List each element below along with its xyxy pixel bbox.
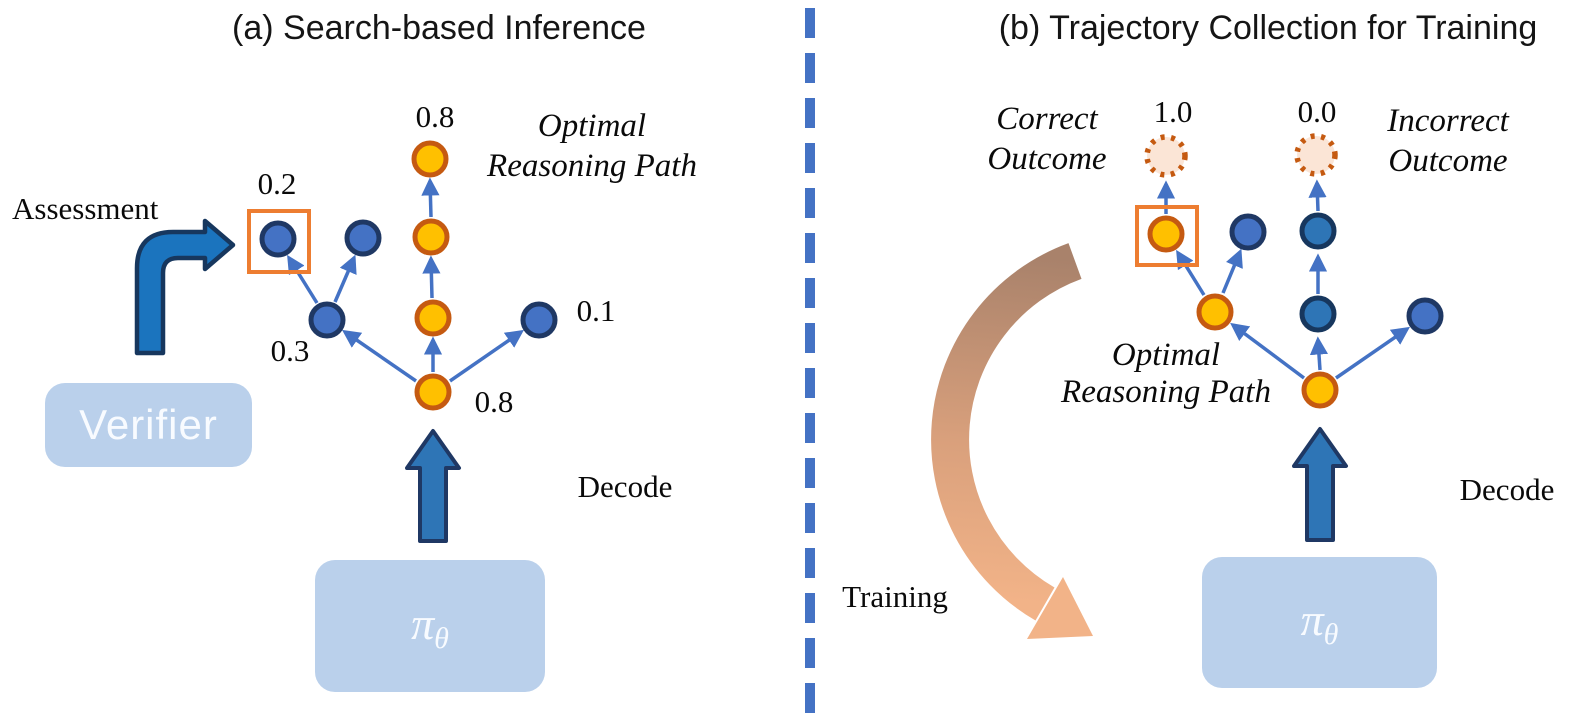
optimal-reasoning-path-label-b: Optimal Reasoning Path <box>1061 337 1271 411</box>
policy-model-box-b: πθ <box>1202 557 1437 688</box>
optimal-path-b-line2: Reasoning Path <box>1061 374 1271 410</box>
edge-a-leftchild-to-leaf2 <box>333 254 357 303</box>
node-a-boxed-leaf-blue <box>259 220 297 258</box>
edge-a-root-to-right-leaf <box>449 329 524 383</box>
node-b-right-leaf-blue <box>1406 297 1444 335</box>
score-a-right-leaf: 0.1 <box>576 293 616 328</box>
edge-b-root-to-right-leaf <box>1335 326 1410 380</box>
incorrect-outcome-dotted-node <box>1294 133 1338 177</box>
edge-b-root-to-col-mid <box>1309 336 1329 371</box>
node-b-col-up-deep-blue <box>1299 212 1337 250</box>
verifier-label: Verifier <box>79 401 218 448</box>
decode-label-a: Decode <box>577 469 673 504</box>
policy-symbol-b: πθ <box>1301 593 1339 652</box>
decode-block-arrow-a <box>405 429 461 543</box>
panel-a-tree-nodes <box>259 140 558 411</box>
correct-outcome-label: Correct Outcome <box>987 99 1106 179</box>
node-a-left-child-blue <box>308 301 346 339</box>
score-a-left-child: 0.3 <box>270 333 310 368</box>
training-arrowhead <box>1027 577 1093 639</box>
correct-outcome-line1: Correct <box>996 101 1098 137</box>
correct-outcome-dotted-node <box>1144 134 1188 178</box>
incorrect-outcome-line2: Outcome <box>1388 143 1508 179</box>
selected-node-highlight-square-a <box>247 209 311 274</box>
correct-outcome-value: 1.0 <box>1153 94 1193 129</box>
assessment-label: Assessment <box>12 191 159 226</box>
panel-b-tree-nodes <box>1144 133 1444 409</box>
panel-a-tree-edges <box>287 177 524 383</box>
edge-a-leftchild-to-boxed-leaf <box>287 254 319 304</box>
panel-b-title: (b) Trajectory Collection for Training <box>998 9 1538 47</box>
node-b-leaf2-blue <box>1229 213 1267 251</box>
edge-b-mid-to-leaf2 <box>1221 248 1243 294</box>
policy-symbol-a: πθ <box>411 597 449 656</box>
node-a-top-yellow <box>411 140 449 178</box>
decode-block-arrow-b <box>1292 427 1348 542</box>
pi-symbol-b: π <box>1300 594 1324 645</box>
incorrect-outcome-line1: Incorrect <box>1387 103 1509 139</box>
optimal-path-a-line1: Optimal <box>537 108 647 144</box>
node-b-boxed-yellow <box>1147 215 1185 253</box>
score-a-root: 0.8 <box>474 384 514 419</box>
verifier-box: Verifier <box>45 383 252 467</box>
theta-subscript-b: θ <box>1323 618 1339 651</box>
node-b-col-mid-deep-blue <box>1299 295 1337 333</box>
policy-model-box-a: πθ <box>315 560 545 692</box>
optimal-path-a-line2: Reasoning Path <box>487 148 697 184</box>
pi-symbol-a: π <box>411 597 435 649</box>
edge-b-root-to-mid-orange <box>1230 322 1306 380</box>
node-a-right-leaf-blue <box>520 301 558 339</box>
selected-node-highlight-square-b <box>1135 205 1199 267</box>
optimal-path-b-line1: Optimal <box>1111 337 1221 373</box>
incorrect-outcome-label: Incorrect Outcome <box>1387 101 1509 181</box>
decode-label-b: Decode <box>1459 472 1555 507</box>
node-b-root-yellow <box>1301 371 1339 409</box>
edge-b-colup-to-incorrect-outcome <box>1308 179 1327 212</box>
score-a-top: 0.8 <box>415 99 455 134</box>
node-a-leaf2-blue <box>344 219 382 257</box>
training-curved-arrow <box>931 243 1082 621</box>
assessment-bent-arrow <box>134 218 236 356</box>
edge-a-step2-to-top <box>421 177 440 218</box>
incorrect-outcome-value: 0.0 <box>1297 94 1337 129</box>
node-a-step1-yellow <box>414 299 452 337</box>
correct-outcome-line2: Outcome <box>987 141 1107 177</box>
score-a-boxed-leaf: 0.2 <box>257 166 297 201</box>
optimal-reasoning-path-label-a: Optimal Reasoning Path <box>487 106 697 186</box>
edge-a-step1-to-step2 <box>422 255 441 299</box>
edge-b-mid-to-boxed-node <box>1176 249 1206 296</box>
theta-subscript-a: θ <box>434 621 449 655</box>
panel-a-title: (a) Search-based Inference <box>232 9 646 47</box>
training-label: Training <box>842 579 948 614</box>
node-a-step2-yellow <box>412 218 450 256</box>
node-a-root-yellow <box>414 373 452 411</box>
node-b-mid-yellow <box>1196 293 1234 331</box>
edge-a-root-to-left-child <box>342 329 417 383</box>
